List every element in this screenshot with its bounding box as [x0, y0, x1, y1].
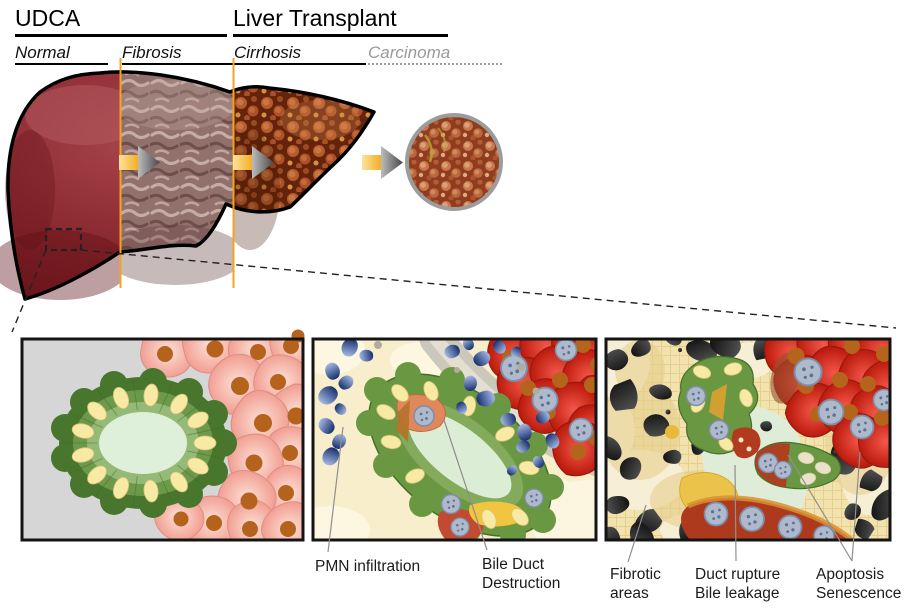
senescent-nucleus	[817, 398, 845, 426]
normal-text: Normal	[15, 43, 70, 62]
fibrotic-text-line1: Fibrotic	[610, 566, 661, 583]
stage-label-normal: Normal	[15, 44, 108, 65]
udca-text: UDCA	[15, 5, 81, 31]
panel-border	[311, 337, 598, 542]
leader-apoptosis-1	[787, 454, 853, 562]
bile-duct-ring	[51, 368, 237, 518]
duct-band-bottom	[681, 495, 854, 540]
zoom-leader-left	[11, 249, 47, 333]
histology-panel-duct-destruction	[311, 337, 598, 542]
leader-bile-duct	[443, 419, 488, 551]
senescent-nucleus	[849, 414, 875, 440]
duct-rupture-text-line1: Duct rupture	[695, 566, 781, 583]
fibrosis-text: Fibrosis	[122, 43, 182, 62]
liver-illustration	[0, 70, 376, 301]
pmn-infiltration-text: PMN infiltration	[315, 558, 421, 575]
apoptosis-text-line2: Senescence	[816, 585, 902, 602]
label-bile-duct-destruction: Bile Duct Destruction	[482, 555, 560, 593]
senescent-nucleus	[568, 417, 594, 443]
label-pmn-infiltration: PMN infiltration	[315, 557, 420, 576]
stage-label-cirrhosis: Cirrhosis	[234, 44, 366, 65]
arrow-icon	[362, 146, 403, 179]
label-apoptosis-senescence: Apoptosis Senescence	[816, 565, 901, 603]
leader-fibrotic	[627, 504, 647, 563]
zoom-leader-right	[80, 249, 897, 329]
leader-duct-rupture	[734, 464, 737, 562]
senescent-nucleus	[413, 405, 435, 427]
dashed-selection-box	[44, 227, 83, 252]
treatment-label-liver-transplant: Liver Transplant	[233, 6, 448, 37]
hepatocyte-nuclei	[157, 339, 303, 537]
annotation-leader-lines	[327, 419, 861, 563]
apoptosis-text-line1: Apoptosis	[816, 566, 885, 583]
duct-cell-nuclei	[71, 383, 217, 503]
treatment-label-udca: UDCA	[15, 6, 227, 37]
histology-panel-advanced-damage	[604, 337, 892, 542]
senescent-nucleus	[450, 517, 470, 537]
panel-border	[20, 337, 305, 542]
carcinoma-text: Carcinoma	[368, 43, 451, 62]
histology-panel-normal	[20, 329, 305, 542]
senescent-nucleus	[524, 488, 544, 508]
fibrotic-text-line2: areas	[610, 585, 649, 602]
senescent-nucleus	[554, 339, 578, 362]
duct-rupture-text-line2: Bile leakage	[695, 585, 780, 602]
senescent-nucleus	[793, 357, 823, 387]
bile-duct-text-line1: Bile Duct	[482, 556, 545, 573]
bile-duct-text-line2: Destruction	[482, 575, 561, 592]
duct-cell-borders	[61, 379, 223, 507]
duct-fragment-upper	[677, 355, 761, 459]
label-fibrotic-areas: Fibrotic areas	[610, 565, 661, 603]
leader-apoptosis-2	[851, 451, 861, 562]
stage-divider-lines	[119, 58, 235, 288]
cirrhosis-text: Cirrhosis	[234, 43, 302, 62]
stage-label-carcinoma: Carcinoma	[368, 44, 502, 65]
duct-fragment-ruptured	[754, 441, 842, 490]
leader-pmn	[327, 426, 344, 553]
biopsy-zoom-box	[11, 227, 897, 333]
panel-border	[604, 337, 892, 542]
label-duct-rupture: Duct rupture Bile leakage	[695, 565, 780, 603]
senescent-nucleus	[440, 493, 462, 515]
carcinoma-inset-circle	[405, 113, 503, 211]
stage-label-fibrosis: Fibrosis	[122, 44, 233, 65]
liver-transplant-text: Liver Transplant	[233, 5, 397, 31]
